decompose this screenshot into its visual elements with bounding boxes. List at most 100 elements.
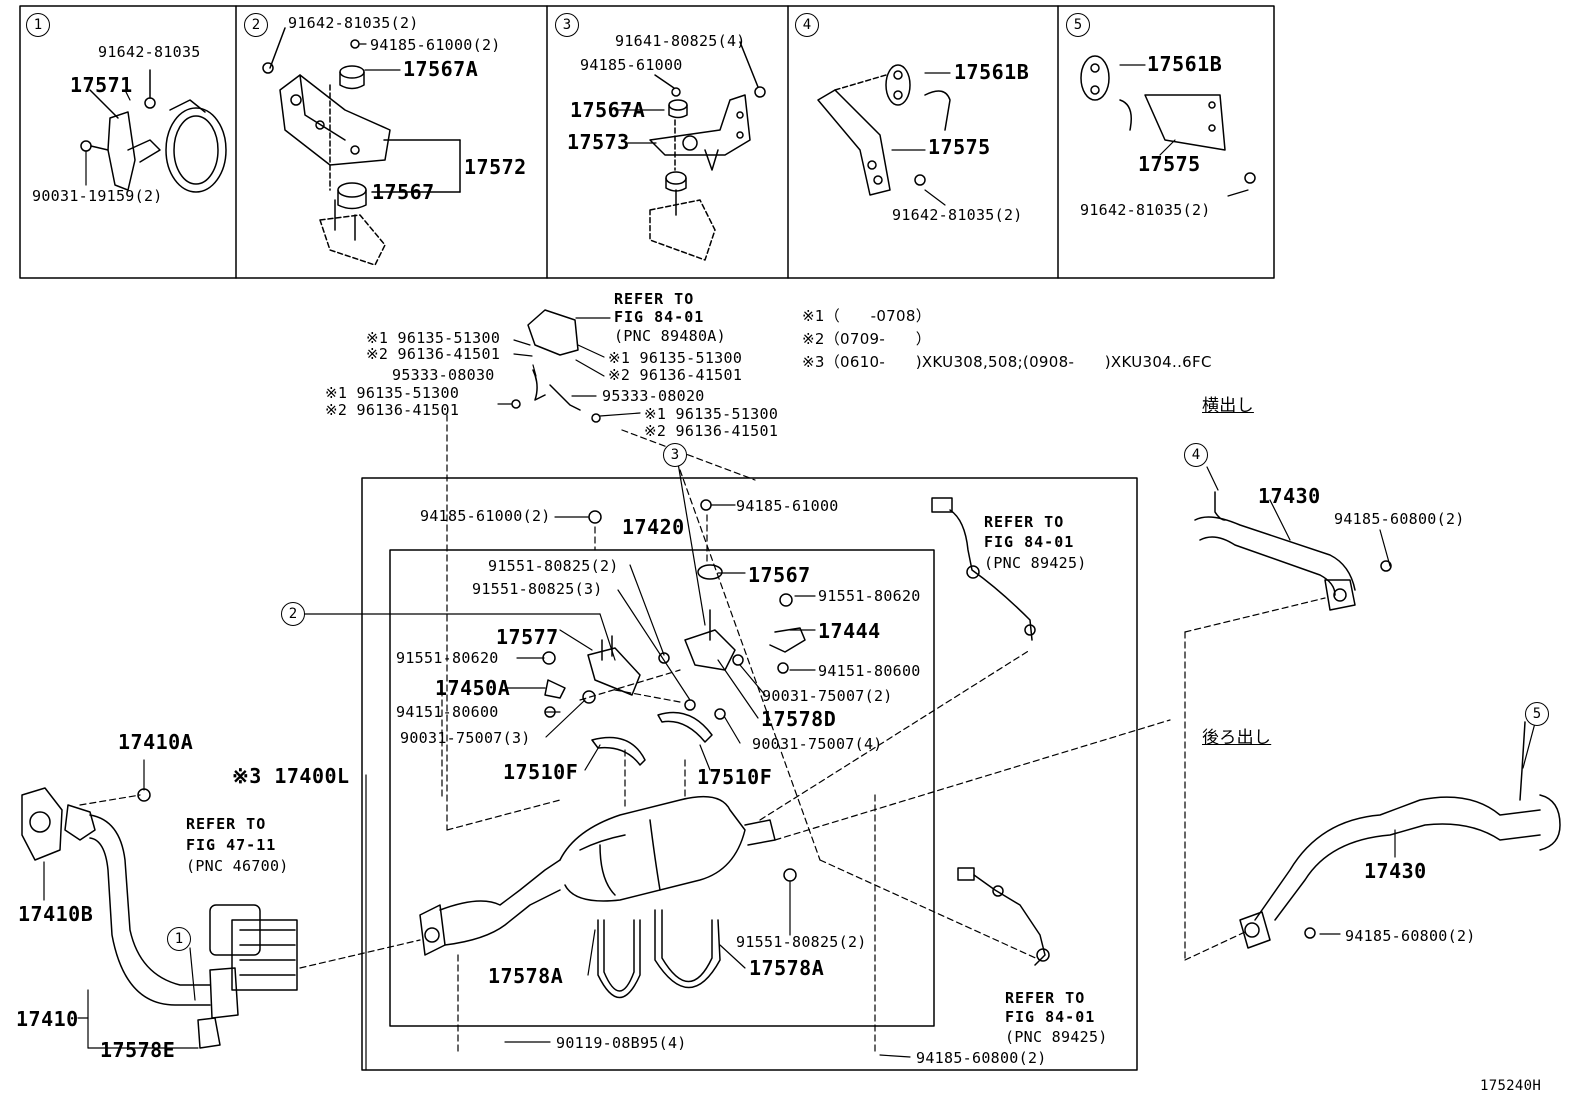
refer-to-text: REFER TO: [1005, 989, 1086, 1007]
part-label: ※3 17400L: [232, 764, 350, 788]
callout-3: 3: [663, 443, 687, 467]
note-1: ※1（ -0708）: [802, 307, 931, 325]
part-label: 17578A: [488, 964, 564, 988]
part-label: 90031-75007(4): [752, 735, 883, 753]
part-label: ※2 96136-41501: [608, 366, 743, 384]
part-label: 90031-75007(3): [400, 729, 531, 747]
rear-exit-heading: 後ろ出し: [1202, 728, 1272, 748]
refer-to-pnc: (PNC 89425): [984, 554, 1087, 572]
part-label: 91642-81035(2): [288, 14, 419, 32]
u-bolt-clamps: [597, 909, 721, 998]
part-label: 91551-80825(2): [736, 933, 867, 951]
part-label: 17420: [622, 515, 685, 539]
part-label: 17410: [16, 1007, 79, 1031]
part-label: 94185-61000: [580, 56, 683, 74]
egr-valve: [209, 904, 298, 991]
part-label: 91642-81035: [98, 43, 201, 61]
panel-number-5: 5: [1066, 13, 1090, 37]
callout-2: 2: [281, 602, 305, 626]
catalytic-converter: [419, 795, 776, 956]
part-label: 17573: [567, 130, 630, 154]
part-label: 17410B: [18, 902, 94, 926]
panel2-parts: [262, 27, 461, 266]
note-3: ※3（0610- )XKU308,508;(0908- )XKU304..6FC: [802, 353, 1212, 371]
diagram-code: 175240H: [1480, 1078, 1542, 1094]
part-label: 17430: [1364, 859, 1427, 883]
pressure-hoses: [511, 309, 601, 423]
part-label: 17444: [818, 619, 881, 643]
refer-to-text: REFER TO: [186, 815, 267, 833]
refer-to-fig: FIG 84-01: [1005, 1008, 1096, 1026]
part-label: 17571: [70, 73, 133, 97]
part-label: ※1 96135-51300: [325, 384, 460, 402]
part-label: 90031-19159(2): [32, 187, 163, 205]
refer-to-text: REFER TO: [984, 513, 1065, 531]
part-label: 90031-75007(2): [762, 687, 893, 705]
part-label: 95333-08020: [602, 387, 705, 405]
part-label: 17578D: [761, 707, 837, 731]
part-label: ※2 96136-41501: [366, 345, 501, 363]
part-label: 17567A: [570, 98, 646, 122]
part-label: 17567A: [403, 57, 479, 81]
panel-number-2: 2: [244, 13, 268, 37]
part-label: 94185-60800(2): [1334, 510, 1465, 528]
part-label: 17575: [1138, 152, 1201, 176]
callout-1: 1: [167, 927, 191, 951]
part-label: 17578E: [100, 1038, 176, 1062]
part-label: ※2 96136-41501: [325, 401, 460, 419]
refer-to-fig: FIG 47-11: [186, 836, 277, 854]
assembly-frame-inner: [389, 549, 935, 1027]
panel-number-1: 1: [26, 13, 50, 37]
refer-to-text: REFER TO: [614, 290, 695, 308]
panel4-parts: [817, 64, 951, 196]
part-label: 17510F: [503, 760, 579, 784]
part-label: 17575: [928, 135, 991, 159]
part-label: ※2 96136-41501: [644, 422, 779, 440]
part-label: 91551-80620: [818, 587, 921, 605]
part-label: 17410A: [118, 730, 194, 754]
callout-4: 4: [1184, 443, 1208, 467]
part-label: 17430: [1258, 484, 1321, 508]
part-label: ※1 96135-51300: [644, 405, 779, 423]
refer-to-pnc: (PNC 89425): [1005, 1028, 1108, 1046]
note-2: ※2（0709- ）: [802, 330, 931, 348]
part-label: 94185-61000(2): [370, 36, 501, 54]
part-label: 17567: [748, 563, 811, 587]
panel5-parts: [1080, 55, 1256, 184]
part-label: 91551-80620: [396, 649, 499, 667]
side-exit-heading: 横出し: [1202, 396, 1254, 416]
refer-to-pnc: (PNC 89480A): [614, 327, 726, 345]
part-label: 17577: [496, 625, 559, 649]
panel-number-3: 3: [555, 13, 579, 37]
part-label: 17561B: [954, 60, 1030, 84]
part-label: 17450A: [435, 676, 511, 700]
part-label: 91551-80825(3): [472, 580, 603, 598]
panel1-parts: [80, 69, 227, 193]
part-label: 17561B: [1147, 52, 1223, 76]
part-label: 17510F: [697, 765, 773, 789]
part-label: 94185-61000(2): [420, 507, 551, 525]
panel3-parts: [649, 41, 766, 261]
part-label: ※1 96135-51300: [366, 329, 501, 347]
support-brackets: [542, 499, 806, 882]
tail-pipe-rear: [1239, 721, 1561, 949]
part-label: 17567: [372, 180, 435, 204]
part-label: 94185-61000: [736, 497, 839, 515]
tail-pipe-side: [1194, 491, 1392, 611]
part-label: 94151-80600: [396, 703, 499, 721]
refer-to-fig: FIG 84-01: [614, 308, 705, 326]
part-label: 95333-08030: [392, 366, 495, 384]
front-pipe: [21, 787, 239, 1049]
part-label: 94185-60800(2): [1345, 927, 1476, 945]
part-label: 17572: [464, 155, 527, 179]
refer-to-fig: FIG 84-01: [984, 533, 1075, 551]
part-label: 17578A: [749, 956, 825, 980]
part-label: 91641-80825(4): [615, 32, 746, 50]
dashed-leaders: [79, 414, 1326, 1056]
part-label: 91642-81035(2): [1080, 201, 1211, 219]
panel-number-4: 4: [795, 13, 819, 37]
part-label: 90119-08B95(4): [556, 1034, 687, 1052]
part-label: 91551-80825(2): [488, 557, 619, 575]
callout-5: 5: [1525, 702, 1549, 726]
